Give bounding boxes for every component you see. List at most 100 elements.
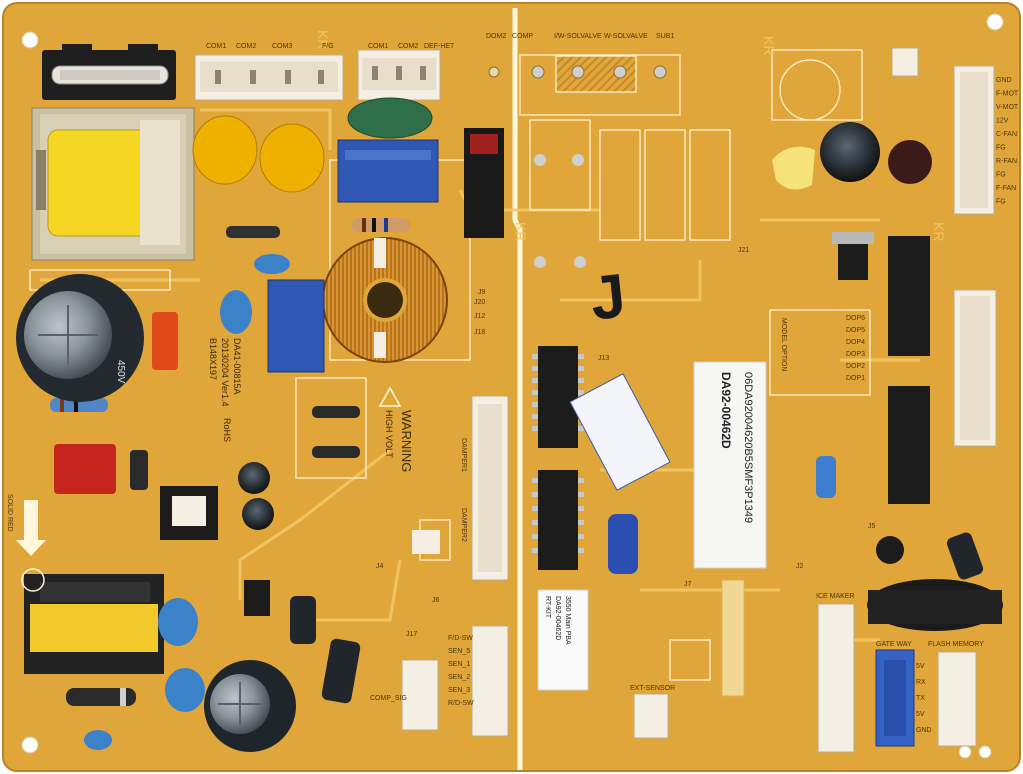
jumper-label: J20: [474, 299, 485, 306]
connector-pin-label: DOM2: [486, 33, 506, 40]
fan-pin-label: C-FAN: [996, 131, 1017, 138]
dip-ic-1: [532, 346, 584, 448]
connector-cn75: [357, 49, 441, 101]
electrolytic-capacitor: [321, 638, 361, 704]
model-option-item: DOP5: [846, 327, 865, 334]
blue-disc-capacitor: [158, 598, 198, 646]
gateway-pin: TX: [916, 695, 925, 702]
orange-capacitor: [152, 312, 178, 370]
voltage-regulator: [832, 232, 874, 280]
blue-sticker: [569, 373, 671, 491]
diode: [66, 688, 136, 706]
connector-pin-label: I/W-SOLVALVE: [554, 33, 602, 40]
relay: [464, 128, 504, 238]
red-film-capacitor: [54, 444, 116, 494]
rohs-mark: RoHS: [222, 418, 232, 442]
pin-one-marker: [21, 568, 45, 592]
fan-pin-label: GND: [996, 77, 1012, 84]
fan-pin-label: FG: [996, 199, 1006, 206]
part-number-sticker: DA92-00462D 06DA92004620B5SMF3P1349: [693, 361, 767, 569]
fuse-holder: [42, 44, 176, 100]
sensor-label: SEN_1: [448, 661, 470, 668]
connector-pin-label: COMP: [512, 33, 533, 40]
blue-disc-capacitor: [84, 730, 112, 750]
kr-mark: KR: [315, 30, 331, 49]
small-connector: [412, 530, 440, 554]
buzzer: [867, 579, 1003, 631]
kr-mark: KR: [513, 222, 529, 241]
model-option-item: DOP4: [846, 339, 865, 346]
part-number-text: DA92-00462D: [719, 372, 733, 449]
jumper-label: J7: [684, 581, 692, 588]
arrow-icon: [16, 500, 46, 556]
fan-pin-label: F-MOT: [996, 91, 1019, 98]
blue-disc-capacitor: [165, 668, 205, 712]
connector-pin-label: COM1: [206, 43, 226, 50]
board-name-line: 20130204 Ver1.4: [220, 338, 230, 407]
ice-maker-connector: [817, 603, 855, 753]
blue-film-capacitor: [337, 139, 439, 203]
gateway-pin: RX: [916, 679, 926, 686]
damper-connector: [471, 395, 509, 581]
mount-hole: [21, 31, 39, 49]
fan-pin-label: FG: [996, 145, 1006, 152]
jumper-label: J4: [376, 563, 384, 570]
silkscreen: [29, 49, 871, 681]
blue-disc-capacitor: [254, 254, 290, 274]
mount-hole: [986, 13, 1004, 31]
pin-header: [721, 579, 745, 697]
model-option-item: DOP2: [846, 363, 865, 370]
sensor-label: R/D-SW: [448, 700, 474, 707]
mount-hole: [21, 736, 39, 754]
qc-sticker: 3550 Main PBA DA92-00462D RT-KIT: [537, 589, 589, 691]
jumper-label: J21: [738, 247, 749, 254]
yellow-glue: [772, 146, 815, 190]
sensor-label: SEN_5: [448, 648, 470, 655]
connector-pin-label: COM2: [236, 43, 256, 50]
small-connector: [891, 47, 919, 77]
gateway-pin: 5V: [916, 711, 925, 718]
dip-ic-2: [532, 470, 584, 570]
side-text: SOLID RED: [6, 494, 13, 532]
sticker-line: DA92-00462D: [554, 596, 561, 640]
power-transformer: [31, 107, 195, 261]
optocoupler: [244, 580, 270, 616]
jumper-label: J6: [432, 597, 440, 604]
gateway-pin: 5V: [916, 663, 925, 670]
fan-pin-label: F-FAN: [996, 185, 1016, 192]
board-name-line: B148X197: [208, 338, 218, 380]
gateway-label: GATE WAY: [876, 641, 912, 648]
ext-sensor-connector: [633, 693, 669, 739]
model-option-item: DOP3: [846, 351, 865, 358]
jumper-label: J2: [796, 563, 804, 570]
sticker-line: RT-KIT: [544, 596, 551, 619]
gateway-pin: GND: [916, 727, 932, 734]
connector-pin-label: COM3: [272, 43, 292, 50]
resistors: [50, 218, 410, 490]
fan-pin-label: V-MOT: [996, 104, 1019, 111]
model-option-title: MODEL OPTION: [780, 318, 787, 371]
blue-disc-capacitor: [220, 290, 252, 334]
blue-electrolytic-capacitor: [608, 514, 638, 574]
yellow-y-capacitors: [192, 115, 325, 193]
flash-memory-connector: [937, 651, 977, 747]
electrolytic-capacitor: [888, 140, 932, 184]
jumper-label: J13: [598, 355, 609, 362]
comp-sig-label: COMP_SIG: [370, 695, 407, 702]
sensor-label: SEN_3: [448, 687, 470, 694]
sticker-line: 3550 Main PBA: [564, 596, 571, 645]
blue-film-capacitor-2: [267, 279, 325, 373]
dip-ic-3: [888, 236, 930, 356]
ice-maker-label: ICE MAKER: [816, 593, 855, 600]
pwm-ic-socket: [160, 486, 218, 540]
green-capacitor: [347, 97, 433, 139]
bulk-capacitor: 450V: [16, 274, 144, 402]
handwritten-mark: J: [587, 261, 629, 333]
